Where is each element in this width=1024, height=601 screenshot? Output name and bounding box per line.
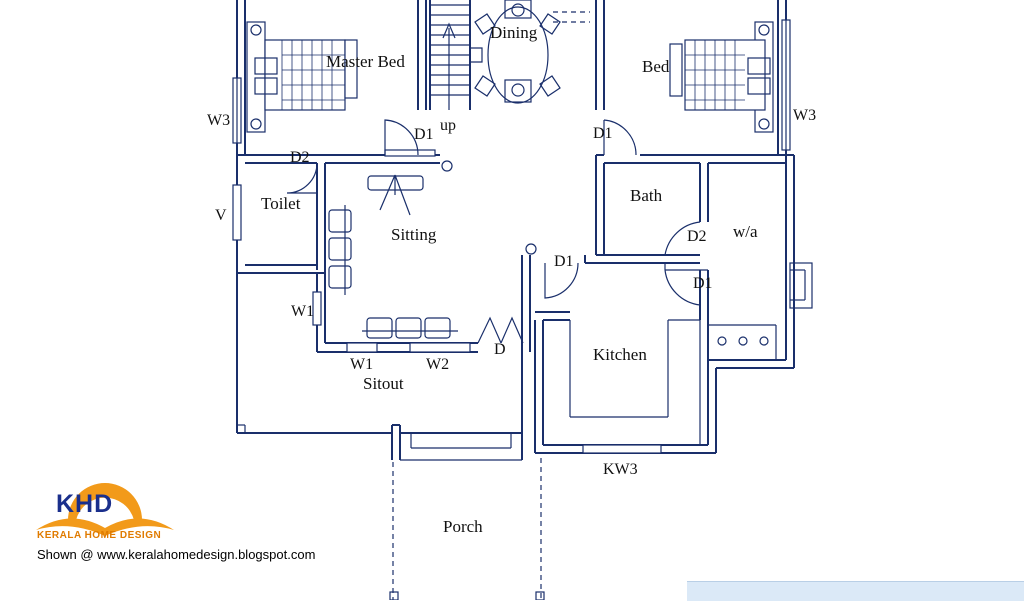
label-d1-kitchen: D1: [554, 253, 574, 270]
website-credit: Shown @ www.keralahomedesign.blogspot.co…: [37, 547, 316, 562]
label-w2-front: W2: [426, 356, 449, 373]
label-kitchen: Kitchen: [593, 345, 647, 364]
label-w3-left: W3: [207, 112, 230, 129]
staircase: [430, 4, 470, 110]
room-labels: Master Bed Dining Bed Toilet Sitting Bat…: [261, 23, 758, 536]
label-w1-side: W1: [291, 303, 314, 320]
label-bed: Bed: [642, 57, 670, 76]
label-d2-wa: D2: [687, 228, 707, 245]
master-bed-furniture: [246, 21, 358, 133]
credit-box: [687, 581, 1024, 601]
bed-furniture: [669, 21, 774, 133]
label-dining: Dining: [490, 23, 538, 42]
label-up: up: [440, 117, 456, 134]
label-sitout: Sitout: [363, 374, 404, 393]
porch-structure: [389, 424, 545, 600]
windows: [232, 11, 791, 454]
label-d-main: D: [494, 341, 506, 358]
doors: [286, 119, 701, 344]
label-w1-front: W1: [350, 356, 373, 373]
logo-subtitle: KERALA HOME DESIGN: [37, 530, 162, 541]
sun-swoosh-logo-icon: [36, 483, 174, 536]
logo-text: KHD: [56, 490, 114, 518]
sitting-furniture: [328, 174, 458, 339]
label-master-bed: Master Bed: [326, 52, 405, 71]
label-d2-toilet: D2: [290, 149, 310, 166]
label-toilet: Toilet: [261, 194, 301, 213]
label-w3-right: W3: [793, 107, 816, 124]
label-d1-bed: D1: [593, 125, 613, 142]
label-porch: Porch: [443, 517, 483, 536]
label-sitting: Sitting: [391, 225, 437, 244]
label-wa: w/a: [733, 222, 758, 241]
label-d1-wa: D1: [693, 275, 713, 292]
opening-labels: W3 W3 D1 D1 D2 V D1 D2 D1 W1 W1 W2 D KW3…: [207, 107, 816, 478]
dining-table: [469, 0, 561, 104]
label-kw3: KW3: [603, 461, 638, 478]
label-d1-master: D1: [414, 126, 434, 143]
label-v: V: [215, 207, 227, 224]
label-bath: Bath: [630, 186, 663, 205]
